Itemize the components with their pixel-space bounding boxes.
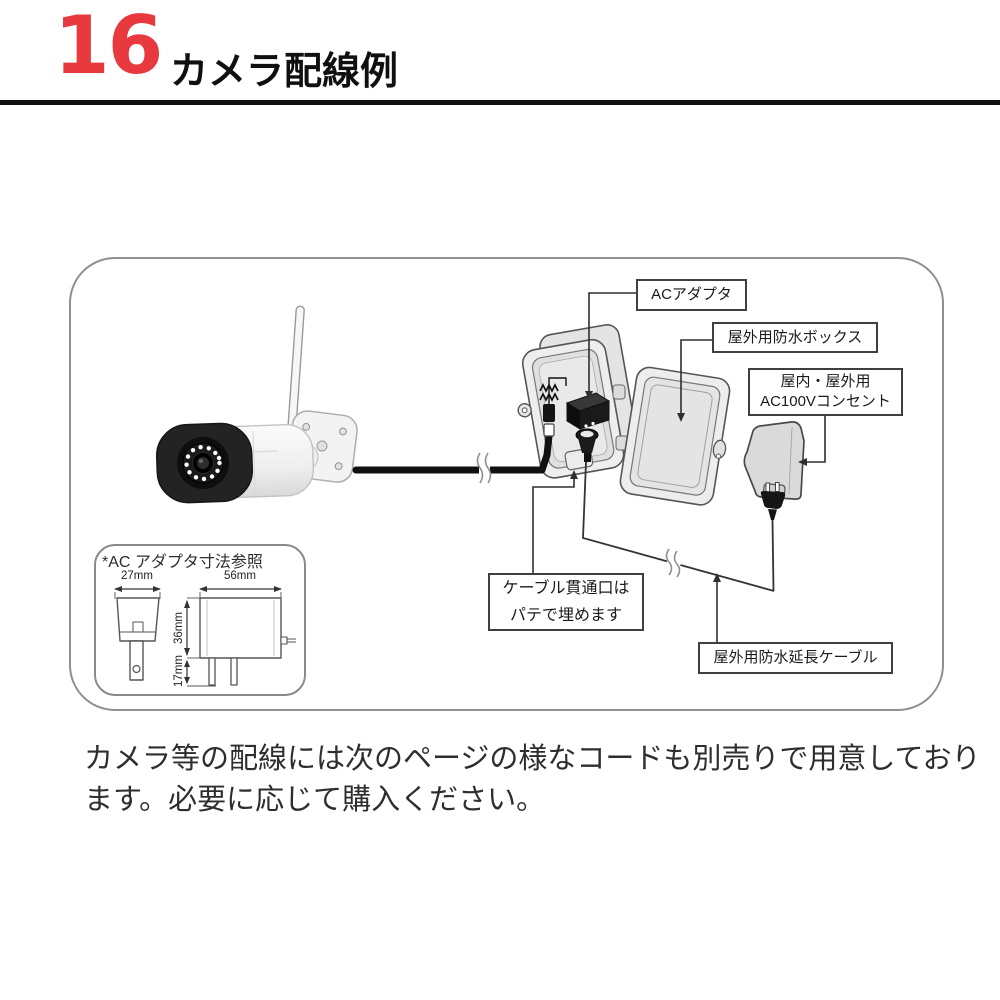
plug-cable xyxy=(771,519,775,592)
callout-lines xyxy=(532,292,826,642)
label-ac-adapter: ACアダプタ xyxy=(636,279,747,311)
label-extension-cable-text: 屋外用防水延長ケーブル xyxy=(713,649,878,667)
dim-side-width: 56mm xyxy=(224,570,256,582)
mounting-ear-hole xyxy=(521,407,528,414)
dim-body-height: 36mm xyxy=(173,612,185,644)
label-cable-hole-line1: ケーブル貫通口は xyxy=(502,579,630,597)
footer-text-line2: ます。必要に応じて購入ください。 xyxy=(84,784,546,816)
ir-led-ring xyxy=(184,445,222,482)
waterproof-box-lid xyxy=(619,366,731,506)
adapter-dimensions-title: *AC アダプタ寸法参照 xyxy=(102,554,263,571)
slack-wire xyxy=(548,377,567,404)
camera-cable xyxy=(352,432,553,484)
page-number: 16 xyxy=(54,0,163,92)
page-title: カメラ配線例 xyxy=(170,51,399,93)
security-camera xyxy=(155,305,358,504)
label-cable-hole-line2: パテで埋めます xyxy=(509,607,622,624)
cable-break-gap xyxy=(663,547,685,578)
ac-adapter-unit xyxy=(565,392,611,430)
label-outlet: 屋内・屋外用 AC100Vコンセント xyxy=(748,368,903,416)
callout-arrowheads xyxy=(570,391,807,582)
label-waterproof-box-text: 屋外用防水ボックス xyxy=(727,328,863,346)
adapter-dimension-drawing xyxy=(114,586,296,687)
hinge-tab-top xyxy=(612,384,626,400)
extension-cable xyxy=(582,461,775,592)
lid-latch-hole xyxy=(715,453,722,459)
coiled-cable-symbol xyxy=(539,383,559,393)
camera-lens xyxy=(177,437,229,489)
dc-jack xyxy=(543,423,555,437)
power-plug xyxy=(760,482,786,592)
footer-text-line1: カメラ等の配線には次のページの様なコードも別売りで用意しており xyxy=(84,743,981,775)
plug-coupling xyxy=(575,428,599,462)
dim-prong-height: 17mm xyxy=(173,655,185,687)
dim-front-width: 27mm xyxy=(121,570,153,582)
label-extension-cable: 屋外用防水延長ケーブル xyxy=(698,642,893,674)
label-ac-adapter-text: ACアダプタ xyxy=(651,286,732,304)
header-divider xyxy=(0,100,1000,105)
in-box-components xyxy=(539,377,611,462)
label-outlet-line1: 屋内・屋外用 xyxy=(780,372,871,390)
cable-break-gap xyxy=(479,456,490,483)
label-waterproof-box: 屋外用防水ボックス xyxy=(712,322,878,353)
label-outlet-line2: AC100Vコンセント xyxy=(760,393,891,410)
label-cable-hole: ケーブル貫通口は パテで埋めます xyxy=(488,573,644,631)
outdoor-outlet xyxy=(743,421,805,500)
dc-plug xyxy=(543,404,555,422)
